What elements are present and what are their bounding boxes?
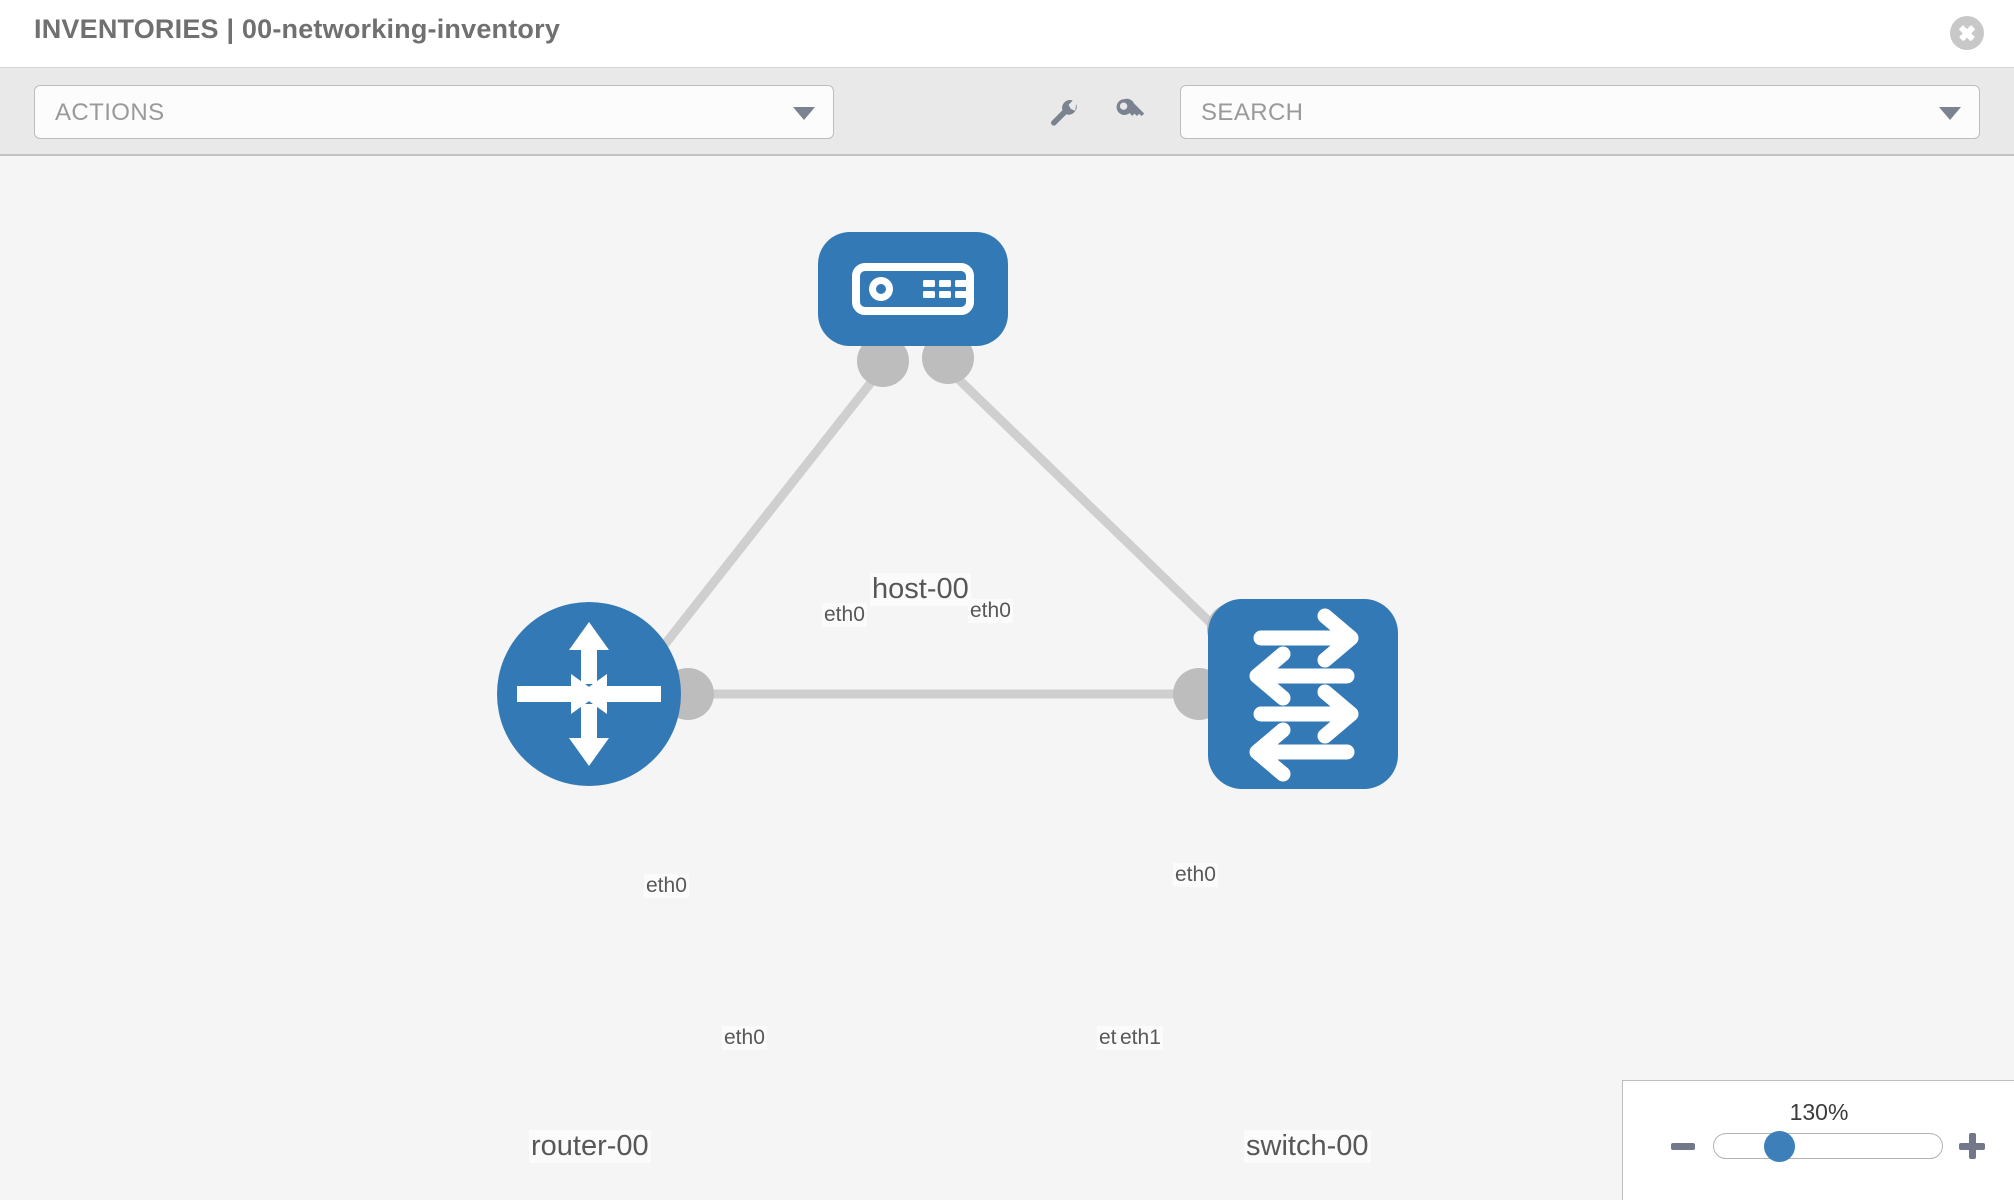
- node-label-router-00: router-00: [529, 1130, 651, 1163]
- close-icon[interactable]: [1950, 16, 1984, 50]
- topology-endpoints: [617, 332, 1259, 720]
- interface-label-host-switch: eth0: [968, 599, 1013, 623]
- zoom-control-panel: 130%: [1622, 1080, 2014, 1200]
- node-switch-00: [1208, 599, 1398, 789]
- interface-label-router-host: eth0: [644, 874, 689, 898]
- wrench-icon[interactable]: [1046, 96, 1080, 130]
- zoom-in-button[interactable]: [1959, 1133, 1985, 1159]
- edge-host-router: [635, 366, 885, 681]
- zoom-out-button[interactable]: [1671, 1143, 1695, 1150]
- actions-dropdown[interactable]: ACTIONS: [34, 85, 834, 139]
- node-host-00-shape: [818, 232, 1008, 346]
- topology-edges: [635, 366, 1255, 699]
- endpoint-host-left: [857, 335, 909, 387]
- page-title: INVENTORIES | 00-networking-inventory: [34, 14, 561, 44]
- interface-label-router-switch: eth0: [722, 1026, 767, 1050]
- server-icon-ports: [923, 280, 967, 298]
- search-input[interactable]: SEARCH: [1180, 85, 1980, 139]
- page-header: INVENTORIES | 00-networking-inventory: [0, 0, 2014, 68]
- node-router-00: [497, 602, 681, 786]
- node-label-switch-00: switch-00: [1244, 1130, 1371, 1163]
- node-label-host-00: host-00: [870, 573, 971, 606]
- node-host-00: [818, 232, 1008, 346]
- zoom-slider-thumb[interactable]: [1764, 1131, 1795, 1162]
- key-icon[interactable]: [1112, 96, 1146, 130]
- actions-dropdown-label: ACTIONS: [55, 99, 165, 126]
- chevron-down-icon: [793, 107, 815, 120]
- topology-canvas[interactable]: host-00 router-00 switch-00 eth0 eth0 et…: [0, 156, 2014, 1200]
- chevron-down-icon: [1939, 107, 1961, 120]
- interface-label-switch-router-b: eth1: [1118, 1026, 1163, 1050]
- edge-host-switch: [945, 366, 1255, 666]
- node-switch-00-shape: [1208, 599, 1398, 789]
- switch-icon: [1249, 608, 1359, 782]
- interface-label-switch-host: eth0: [1173, 863, 1218, 887]
- search-placeholder-text: SEARCH: [1201, 99, 1304, 126]
- interface-label-host-router: eth0: [822, 603, 867, 627]
- server-icon: [852, 263, 974, 315]
- zoom-level-label: 130%: [1789, 1099, 1849, 1125]
- toolbar: ACTIONS SEARCH: [0, 68, 2014, 156]
- zoom-slider-track[interactable]: [1713, 1133, 1943, 1159]
- router-icon: [517, 622, 661, 766]
- topology-graph: [497, 232, 1398, 789]
